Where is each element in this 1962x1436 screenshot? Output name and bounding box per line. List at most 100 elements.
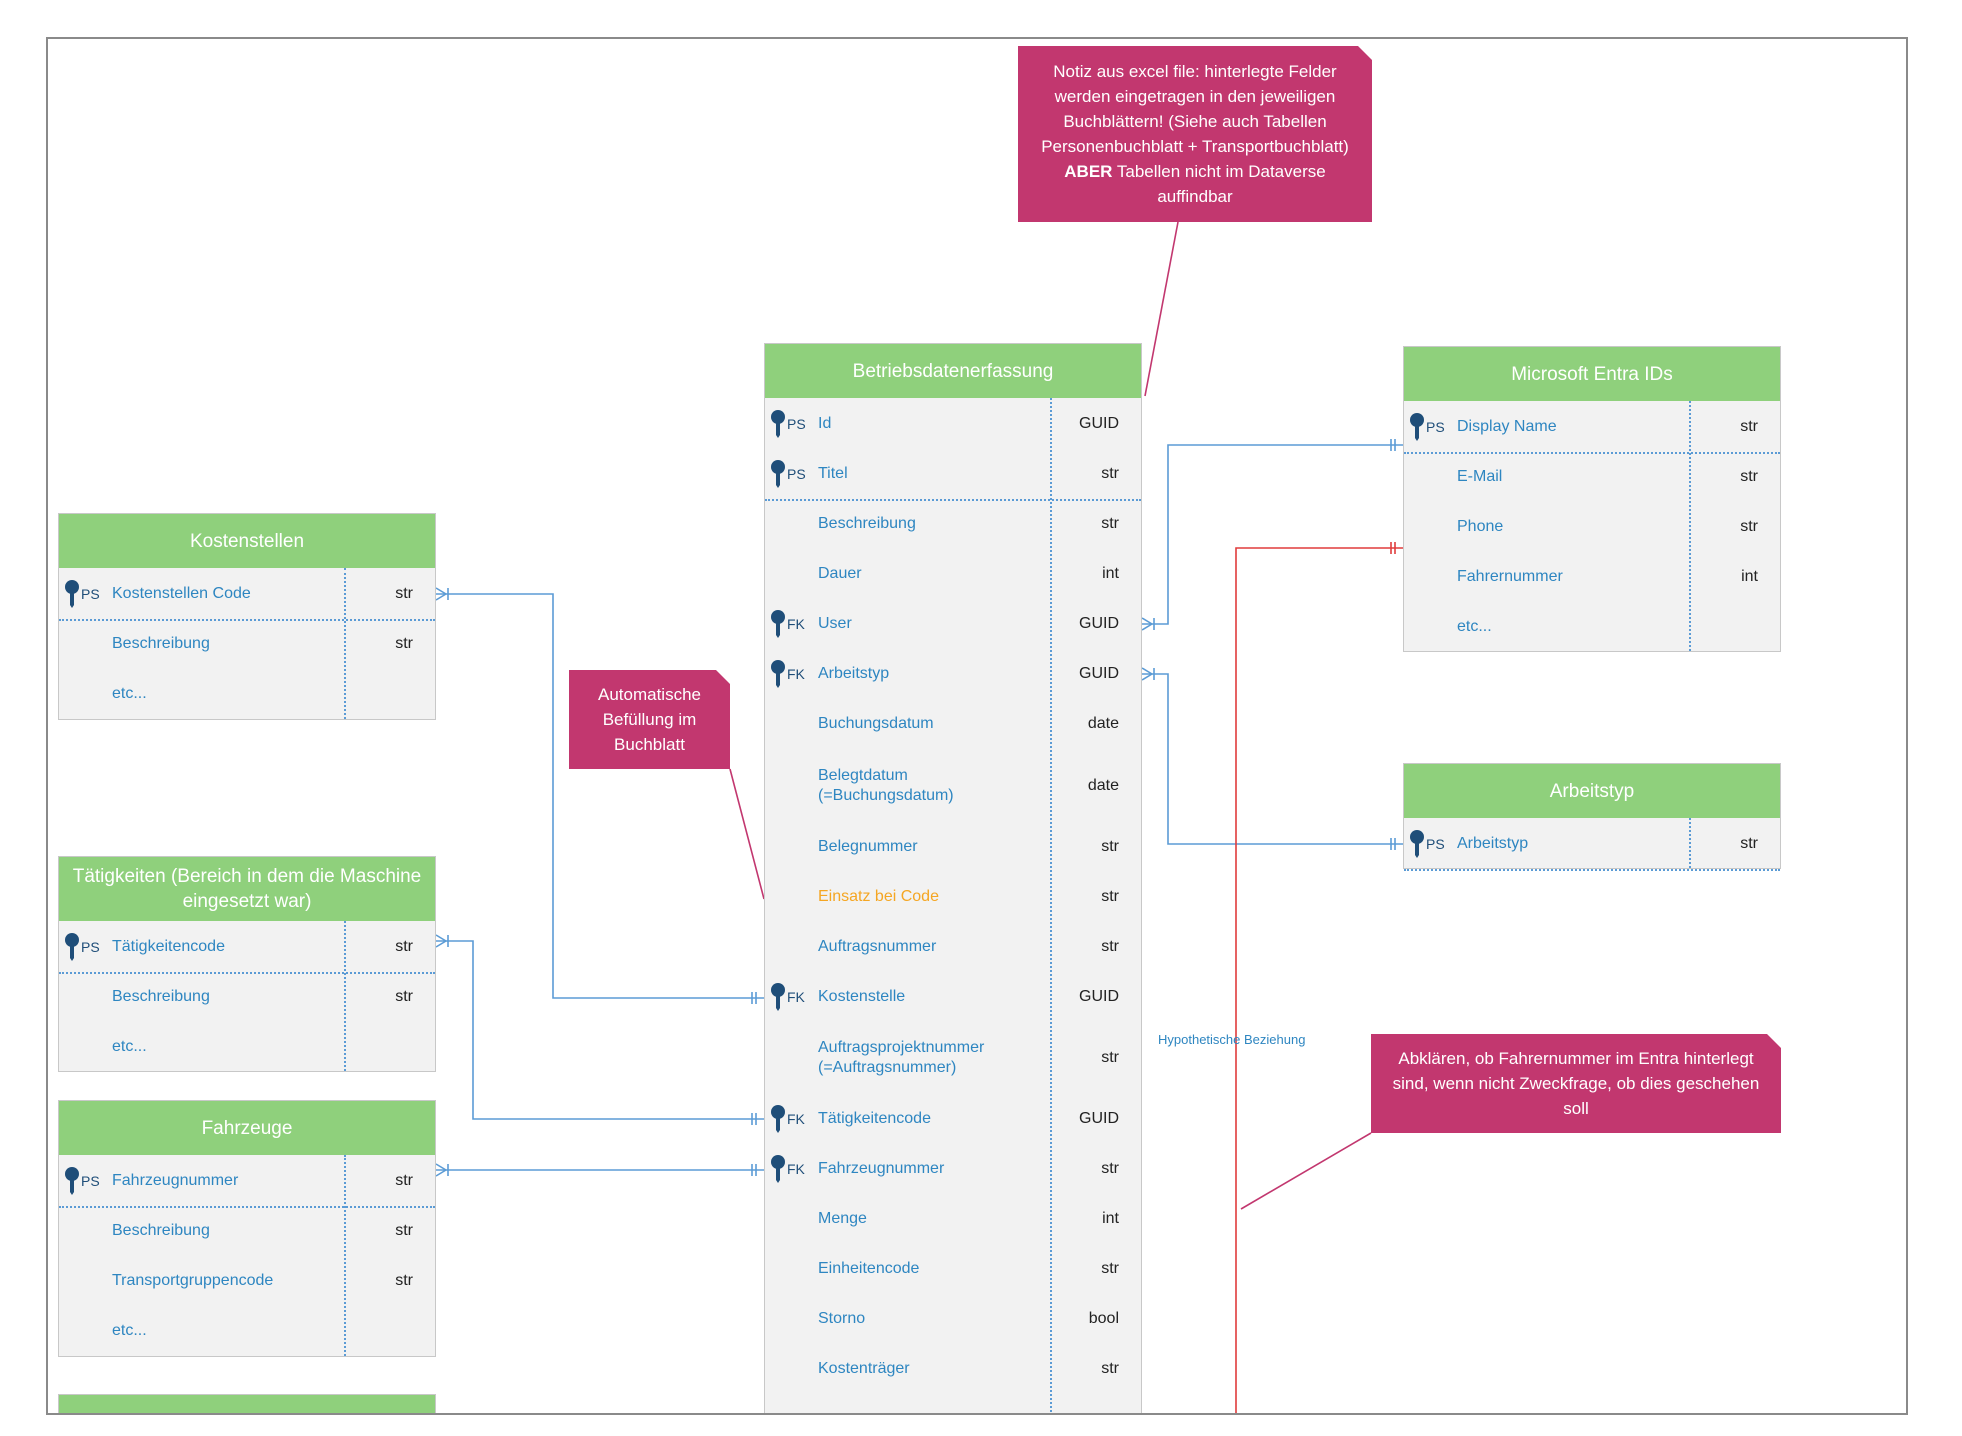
entity-field-row[interactable]: Auftragsprojektnummer (=Auftragsnummer)s… (765, 1022, 1141, 1094)
entity-field-row[interactable]: Buchungsdatum date (765, 699, 1141, 749)
field-type: str (1101, 1160, 1119, 1177)
column-divider (1050, 398, 1052, 1413)
cardinality-many-marker (435, 1169, 447, 1177)
field-type: int (1741, 568, 1758, 585)
field-name: Phone (1457, 518, 1504, 535)
entity-field-row[interactable]: Auftragsnummer str (765, 922, 1141, 972)
note-connector-auto (729, 768, 765, 900)
key-icon (65, 1166, 79, 1195)
field-name: Belegnummer (818, 838, 918, 855)
entity-taetigkeiten[interactable]: Tätigkeiten (Bereich in dem die Maschine… (58, 856, 436, 1072)
key-icon (771, 660, 785, 688)
field-type: str (1101, 838, 1119, 855)
field-name: Tätigkeitencode (112, 937, 225, 955)
field-type: str (395, 635, 413, 652)
field-name: Dauer (818, 565, 862, 582)
note-fahrer-text: Abklären, ob Fahrernummer im Entra hinte… (1392, 1049, 1760, 1118)
field-name: Tätigkeitencode (818, 1110, 931, 1127)
field-type: str (395, 584, 413, 602)
primary-key-tag: PS (1426, 418, 1445, 435)
field-name: Fahrzeugnummer (112, 1171, 239, 1189)
relation-arbeitstyp (1142, 673, 1403, 845)
field-type: date (1087, 715, 1119, 732)
entity-field-row[interactable]: Belegnummer str (765, 822, 1141, 872)
primary-key-tag: PS (787, 466, 806, 482)
entity-field-row[interactable]: etc... (1404, 602, 1780, 652)
column-divider (344, 1155, 346, 1356)
entity-title: Betriebsdatenerfassung (765, 344, 1141, 398)
entity-field-row[interactable]: etc... (59, 1022, 435, 1072)
field-name: Buchungsdatum (818, 715, 934, 732)
key-icon (771, 409, 785, 438)
primary-key-tag: PS (81, 938, 100, 955)
field-type: str (395, 988, 413, 1005)
entity-field-row[interactable]: Belegtdatum (=Buchungsdatum) date (765, 749, 1141, 822)
field-name: E-Mail (1457, 468, 1503, 485)
entity-field-row[interactable]: Beschreibung str (59, 972, 435, 1022)
relationship-lines (435, 221, 1403, 1413)
field-name: Kostenstellen Code (112, 584, 251, 602)
entity-field-row[interactable]: PS Kostenstellen Code str (59, 568, 435, 621)
note-fold (1767, 1034, 1781, 1048)
field-type: str (1101, 938, 1119, 955)
cardinality-many-marker (1141, 673, 1153, 681)
entity-title: Kostenstellen (59, 514, 435, 568)
key-icon (771, 1155, 785, 1183)
note-fold (716, 670, 730, 684)
field-type: str (1101, 515, 1119, 532)
field-type: date (1087, 776, 1119, 794)
primary-key-tag: PS (81, 1172, 100, 1189)
field-type: str (395, 1272, 413, 1289)
cardinality-many-marker (1141, 667, 1153, 675)
column-divider (1689, 818, 1691, 868)
field-name: Auftragsnummer (818, 938, 937, 955)
field-name: etc... (112, 1322, 147, 1339)
field-type: str (1101, 465, 1119, 482)
relation-label-hypothetisch: Hypothetische Beziehung (1158, 1032, 1306, 1047)
field-name: Belegtdatum (=Buchungsdatum) (818, 766, 954, 804)
entity-title: Arbeitstyp (1404, 764, 1780, 818)
entity-field-row[interactable]: etc... (59, 1306, 435, 1356)
field-type: str (395, 1222, 413, 1239)
field-name: Beschreibung (112, 988, 210, 1005)
note-excel-text: Notiz aus excel file: hinterlegte Felder… (1041, 62, 1349, 206)
cardinality-many-marker (435, 940, 447, 948)
field-name: Storno (818, 1310, 866, 1327)
entity-field-row[interactable]: etc... (59, 669, 435, 719)
note-fahrernummer: Abklären, ob Fahrernummer im Entra hinte… (1371, 1034, 1781, 1133)
field-type: GUID (1079, 615, 1119, 632)
entity-title: Tätigkeiten (Bereich in dem die Maschine… (59, 857, 435, 921)
primary-key-tag: PS (81, 585, 100, 602)
key-icon (771, 1105, 785, 1133)
